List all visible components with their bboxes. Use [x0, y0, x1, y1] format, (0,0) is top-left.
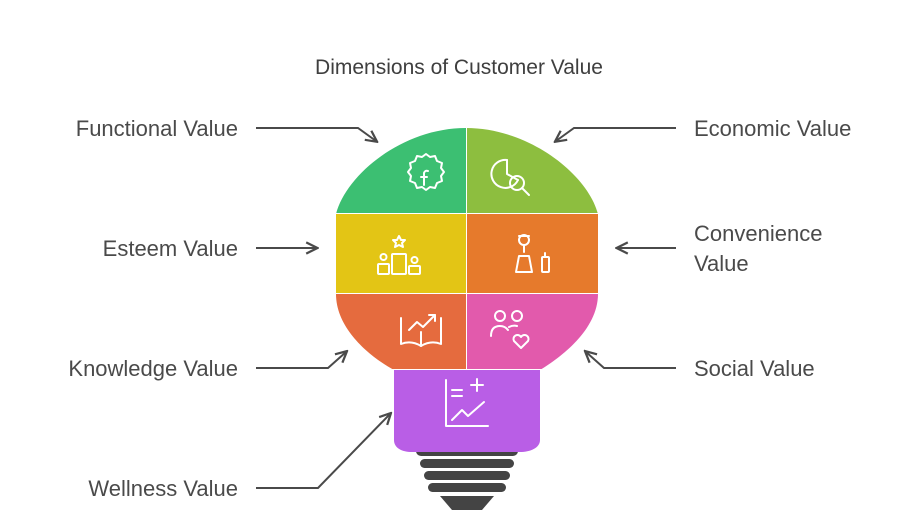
- arrow-knowledge: [256, 352, 346, 369]
- arrow-social: [586, 352, 676, 369]
- bulb-base: [416, 446, 518, 510]
- label-wellness-value: Wellness Value: [88, 476, 238, 501]
- connector-arrows: [256, 127, 676, 489]
- segment-knowledge: [336, 294, 466, 369]
- health-chart-icon: [445, 378, 489, 427]
- pie-magnifier-icon: [490, 158, 530, 196]
- person-phone-icon: [515, 234, 550, 273]
- label-economic-value: Economic Value: [694, 116, 852, 141]
- segment-economic: [467, 128, 598, 213]
- label-esteem-value: Esteem Value: [102, 236, 238, 261]
- label-knowledge-value: Knowledge Value: [68, 356, 238, 381]
- label-convenience-text: Convenience Value: [694, 221, 823, 276]
- diagram-title: Dimensions of Customer Value: [315, 56, 603, 79]
- segment-functional: [336, 128, 466, 213]
- gear-f-icon: [407, 153, 445, 191]
- segment-convenience: [467, 214, 598, 293]
- label-social-value: Social Value: [694, 356, 815, 381]
- people-heart-icon: [490, 310, 530, 349]
- label-functional-value: Functional Value: [75, 116, 238, 141]
- book-trend-icon: [400, 314, 442, 347]
- label-convenience-value: Convenience Value: [694, 219, 864, 279]
- podium-star-icon: [377, 235, 421, 275]
- arrow-functional: [256, 127, 376, 141]
- arrow-economic: [556, 127, 676, 141]
- segment-social: [467, 294, 598, 369]
- arrow-wellness: [256, 414, 390, 489]
